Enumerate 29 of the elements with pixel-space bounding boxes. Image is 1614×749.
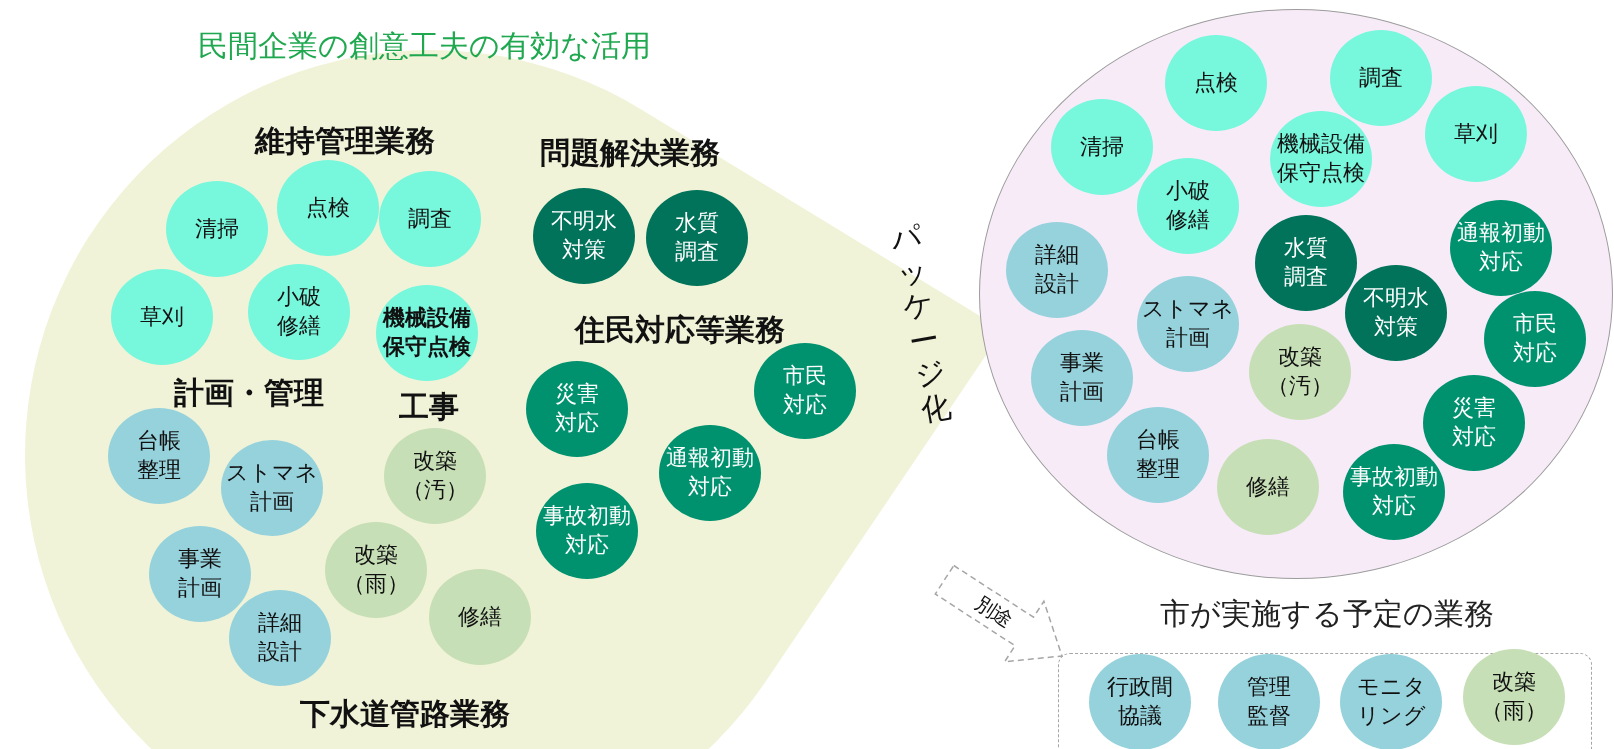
task-circle: 小破修繕: [1137, 158, 1239, 254]
task-circle: 事業計画: [1031, 330, 1133, 426]
group-heading: 維持管理業務: [255, 122, 435, 159]
task-circle: 調査: [1330, 30, 1432, 126]
task-circle: 修繕: [1217, 439, 1319, 535]
task-circle: 通報初動対応: [1450, 200, 1552, 296]
group-heading: 工事: [399, 388, 459, 425]
group-heading: 問題解決業務: [540, 134, 720, 171]
task-circle: 機械設備保守点検: [1270, 111, 1372, 207]
vertical-label: パッケージ化: [888, 218, 954, 428]
task-circle: 市民対応: [1484, 291, 1586, 387]
box-heading: 市が実施する予定の業務: [1160, 595, 1494, 632]
task-circle: 台帳整理: [1107, 407, 1209, 503]
task-circle: 改築（雨）: [1463, 649, 1565, 745]
task-circle: 不明水対策: [1345, 265, 1447, 361]
task-circle: 行政間協議: [1089, 654, 1191, 749]
group-heading: 計画・管理: [174, 374, 324, 411]
task-circle: 水質調査: [1255, 215, 1357, 311]
task-circle: 詳細設計: [1006, 222, 1108, 318]
task-circle: モニタリング: [1340, 654, 1442, 749]
group-heading: 下水道管路業務: [300, 695, 510, 732]
task-circle: 管理監督: [1218, 654, 1320, 749]
title: 民間企業の創意工夫の有効な活用: [197, 27, 651, 64]
task-circle: 点検: [1165, 35, 1267, 131]
task-circle: 草刈: [1425, 86, 1527, 182]
task-circle: 改築（汚）: [1249, 324, 1351, 420]
task-circle: 清掃: [1051, 99, 1153, 195]
task-circle: 事故初動対応: [1343, 444, 1445, 540]
task-circle: ストマネ計画: [1137, 276, 1239, 372]
